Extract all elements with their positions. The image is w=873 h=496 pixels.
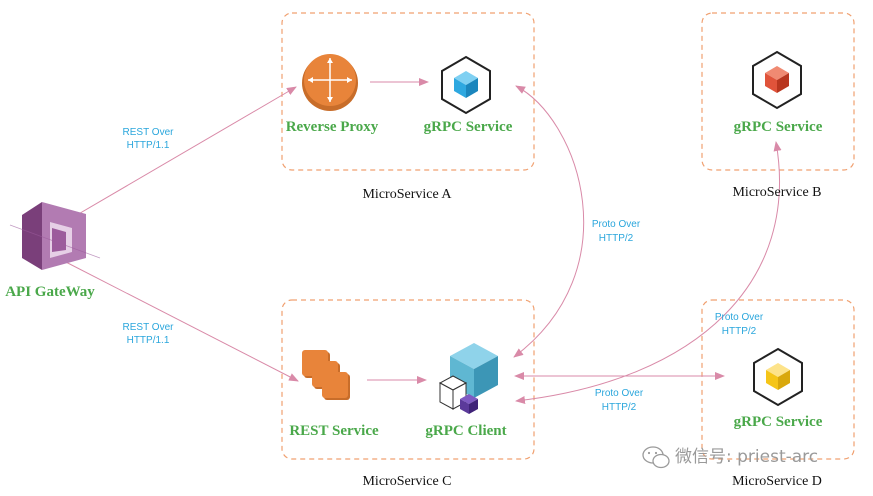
protocol-label-client-d-line2: HTTP/2 xyxy=(602,402,637,413)
wechat-icon xyxy=(642,446,670,469)
protocol-label-client-b-line1: Proto Over xyxy=(715,312,764,323)
grpc-service-a-icon xyxy=(441,55,491,115)
api-gateway-label: API GateWay xyxy=(5,284,95,300)
rest-service-label: REST Service xyxy=(289,423,379,439)
protocol-label-gateway-c-line2: HTTP/1.1 xyxy=(127,335,170,346)
microservice-c-title: MicroService C xyxy=(362,474,451,489)
grpc-service-b-icon xyxy=(752,50,802,110)
rest-service-icon xyxy=(302,350,350,400)
grpc-service-d-label: gRPC Service xyxy=(734,414,823,430)
grpc-service-a-label: gRPC Service xyxy=(424,119,513,135)
grpc-client-icon xyxy=(438,343,498,414)
arrow-client-to-grpc-b xyxy=(515,141,782,404)
protocol-label-gateway-c-line1: REST Over xyxy=(123,322,175,333)
protocol-label-client-a-line2: HTTP/2 xyxy=(599,233,634,244)
grpc-service-d-icon xyxy=(753,347,803,407)
protocol-label-gateway-a-line1: REST Over xyxy=(123,127,175,138)
arrow-client-to-grpc-a xyxy=(513,85,585,358)
protocol-label-client-b-line2: HTTP/2 xyxy=(722,326,757,337)
arrow-gateway-to-rest xyxy=(57,257,299,382)
watermark-text: 微信号: priest-arc xyxy=(675,447,818,467)
reverse-proxy-icon xyxy=(302,54,358,111)
protocol-label-gateway-a-line2: HTTP/1.1 xyxy=(127,140,170,151)
protocol-label-client-a-line1: Proto Over xyxy=(592,219,641,230)
microservice-d-title: MicroService D xyxy=(732,474,822,489)
microservice-b-title: MicroService B xyxy=(732,185,821,200)
reverse-proxy-label: Reverse Proxy xyxy=(286,119,379,135)
microservice-a-box xyxy=(281,12,535,171)
grpc-service-b-label: gRPC Service xyxy=(734,119,823,135)
grpc-client-label: gRPC Client xyxy=(425,423,506,439)
microservice-a-title: MicroService A xyxy=(362,187,452,202)
api-gateway-icon xyxy=(9,202,101,270)
arrow-gateway-to-proxy xyxy=(57,86,297,227)
microservice-b-box xyxy=(701,12,855,171)
protocol-label-client-d-line1: Proto Over xyxy=(595,388,644,399)
